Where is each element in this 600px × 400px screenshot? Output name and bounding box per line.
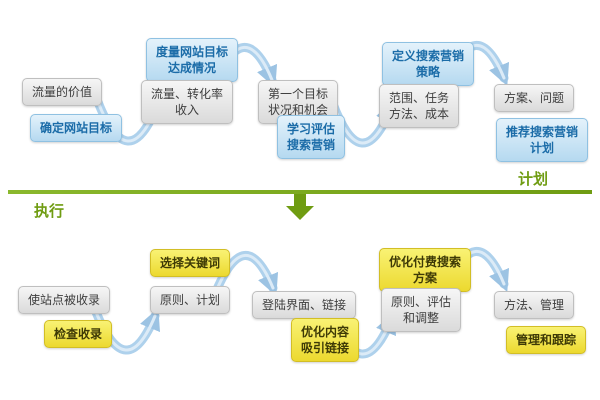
plan-execute-divider (8, 190, 592, 194)
execute-box-methods-management: 方法、管理 (494, 291, 575, 320)
plan-box-traffic-conversion-revenue: 流量、转化率 收入 (141, 80, 234, 125)
plan-box-plan-issues: 方案、问题 (494, 84, 575, 113)
execute-box-check-indexing: 检查收录 (44, 320, 113, 349)
plan-box-traffic-value: 流量的价值 (22, 78, 103, 107)
plan-box-recommend-sem-plan: 推荐搜索营销 计划 (496, 118, 589, 163)
plan-box-scope-tasks-methods-cost: 范围、任务 方法、成本 (379, 84, 460, 129)
execute-box-manage-and-track: 管理和跟踪 (506, 326, 587, 355)
execute-box-optimize-content-links: 优化内容 吸引链接 (291, 318, 360, 363)
execute-box-landing-page-links: 登陆界面、链接 (252, 291, 357, 320)
down-arrow (286, 193, 314, 220)
execute-box-principles-evaluate-adjust: 原则、评估 和调整 (381, 288, 462, 333)
execute-box-principles-plan: 原则、计划 (150, 286, 231, 315)
plan-box-learn-evaluate-sem: 学习评估 搜索营销 (277, 115, 346, 160)
plan-box-define-site-goals: 确定网站目标 (30, 114, 123, 143)
execute-box-get-site-indexed: 使站点被收录 (18, 286, 111, 315)
plan-box-define-sem-strategy: 定义搜索营销 策略 (382, 42, 475, 87)
execute-label: 执行 (34, 202, 65, 220)
plan-label: 计划 (518, 170, 549, 188)
execute-box-optimize-paid-search: 优化付费搜索 方案 (379, 248, 472, 293)
plan-box-measure-goal-completion: 度量网站目标 达成情况 (146, 38, 239, 83)
execute-box-choose-keywords: 选择关键词 (150, 249, 231, 278)
